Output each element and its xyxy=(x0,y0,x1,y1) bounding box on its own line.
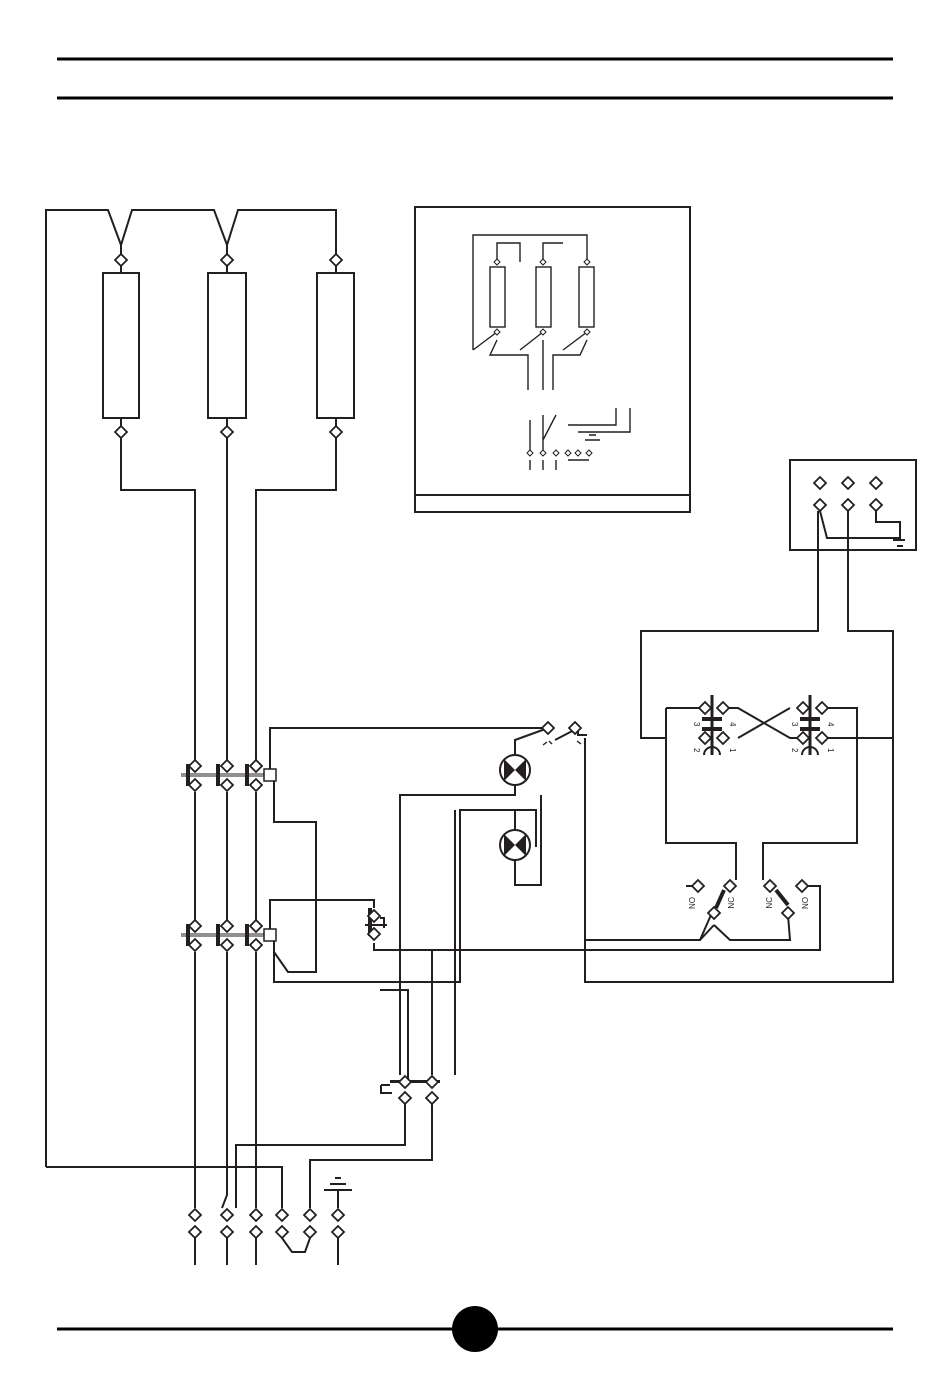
heating-elements xyxy=(46,210,354,1167)
terminal-diamond xyxy=(816,732,828,744)
selector-switch xyxy=(46,1080,440,1265)
terminal-diamond xyxy=(699,702,711,714)
terminal-diamond xyxy=(250,760,262,772)
terminal-diamond xyxy=(221,254,233,266)
terminal-diamond xyxy=(399,1092,411,1104)
terminal-diamond xyxy=(717,702,729,714)
terminal-diamond xyxy=(717,732,729,744)
label-no: NO xyxy=(801,897,810,909)
terminal-diamond xyxy=(189,920,201,932)
terminal-diamond xyxy=(304,1209,316,1221)
terminal-diamond xyxy=(842,499,854,511)
terminal-diamond xyxy=(221,1209,233,1221)
heater-element xyxy=(208,273,246,418)
main-switch-row-2 xyxy=(181,810,536,1208)
heater-element xyxy=(317,273,354,418)
terminal-diamond xyxy=(399,1076,411,1088)
terminal-diamond xyxy=(724,880,736,892)
terminal-diamond xyxy=(276,1209,288,1221)
contactor: 3 4 2 1 xyxy=(763,695,893,880)
terminal-diamond xyxy=(699,732,711,744)
terminal-diamond xyxy=(250,779,262,791)
contactor-terminal-1: 1 xyxy=(826,748,835,753)
terminal-diamond xyxy=(189,939,201,951)
terminal-diamond xyxy=(330,254,342,266)
contactor-terminal-4: 4 xyxy=(728,722,737,727)
terminal-diamond xyxy=(797,702,809,714)
terminal-diamond xyxy=(276,1226,288,1238)
inset-schematic xyxy=(415,207,690,512)
terminal-diamond xyxy=(332,1209,344,1221)
terminal-diamond xyxy=(426,1092,438,1104)
terminal-diamond xyxy=(870,477,882,489)
contactor-terminal-2: 2 xyxy=(692,748,701,753)
terminal-diamond xyxy=(189,1209,201,1221)
terminal-diamond xyxy=(692,880,704,892)
label-nc: NC xyxy=(727,897,736,909)
contactor-terminal-1: 1 xyxy=(728,748,737,753)
terminal-diamond xyxy=(189,779,201,791)
terminal-diamond xyxy=(250,1209,262,1221)
terminal-diamond xyxy=(221,779,233,791)
terminal-diamond xyxy=(115,426,127,438)
label-no: NO xyxy=(688,897,697,909)
terminal-diamond xyxy=(797,732,809,744)
terminal-diamond xyxy=(304,1226,316,1238)
terminal-diamond xyxy=(782,907,794,919)
terminal-diamond xyxy=(250,1226,262,1238)
terminal-diamond xyxy=(189,1226,201,1238)
terminal-diamond xyxy=(870,499,882,511)
terminal-diamond xyxy=(764,880,776,892)
terminal-diamond xyxy=(221,760,233,772)
page-number-dot xyxy=(452,1306,498,1352)
contactor-terminal-2: 2 xyxy=(790,748,799,753)
terminal-diamond xyxy=(814,477,826,489)
contactor-terminal-3: 3 xyxy=(692,722,701,727)
terminal-diamond xyxy=(332,1226,344,1238)
terminals xyxy=(115,254,882,1238)
heater-element xyxy=(103,273,139,418)
terminal-diamond xyxy=(426,1076,438,1088)
terminal-diamond xyxy=(796,880,808,892)
terminal-diamond xyxy=(330,426,342,438)
contactor: 3 4 2 1 xyxy=(666,695,805,880)
microswitch-left: NO NC xyxy=(585,886,790,940)
terminal-diamond xyxy=(189,760,201,772)
indicator-lamp xyxy=(455,795,541,1075)
terminal-diamond xyxy=(250,920,262,932)
terminal-diamond xyxy=(816,702,828,714)
terminal-diamond xyxy=(221,920,233,932)
terminal-diamond xyxy=(221,426,233,438)
terminal-diamond xyxy=(542,722,554,734)
terminal-diamond xyxy=(115,254,127,266)
terminal-block xyxy=(585,460,916,982)
terminal-diamond xyxy=(814,499,826,511)
terminal-diamond xyxy=(842,477,854,489)
contactor-terminal-4: 4 xyxy=(826,722,835,727)
terminal-diamond xyxy=(221,1226,233,1238)
terminal-diamond xyxy=(221,939,233,951)
indicator-lamp xyxy=(400,728,548,1075)
terminal-diamond xyxy=(250,939,262,951)
label-nc: NC xyxy=(765,897,774,909)
contactor-terminal-3: 3 xyxy=(790,722,799,727)
